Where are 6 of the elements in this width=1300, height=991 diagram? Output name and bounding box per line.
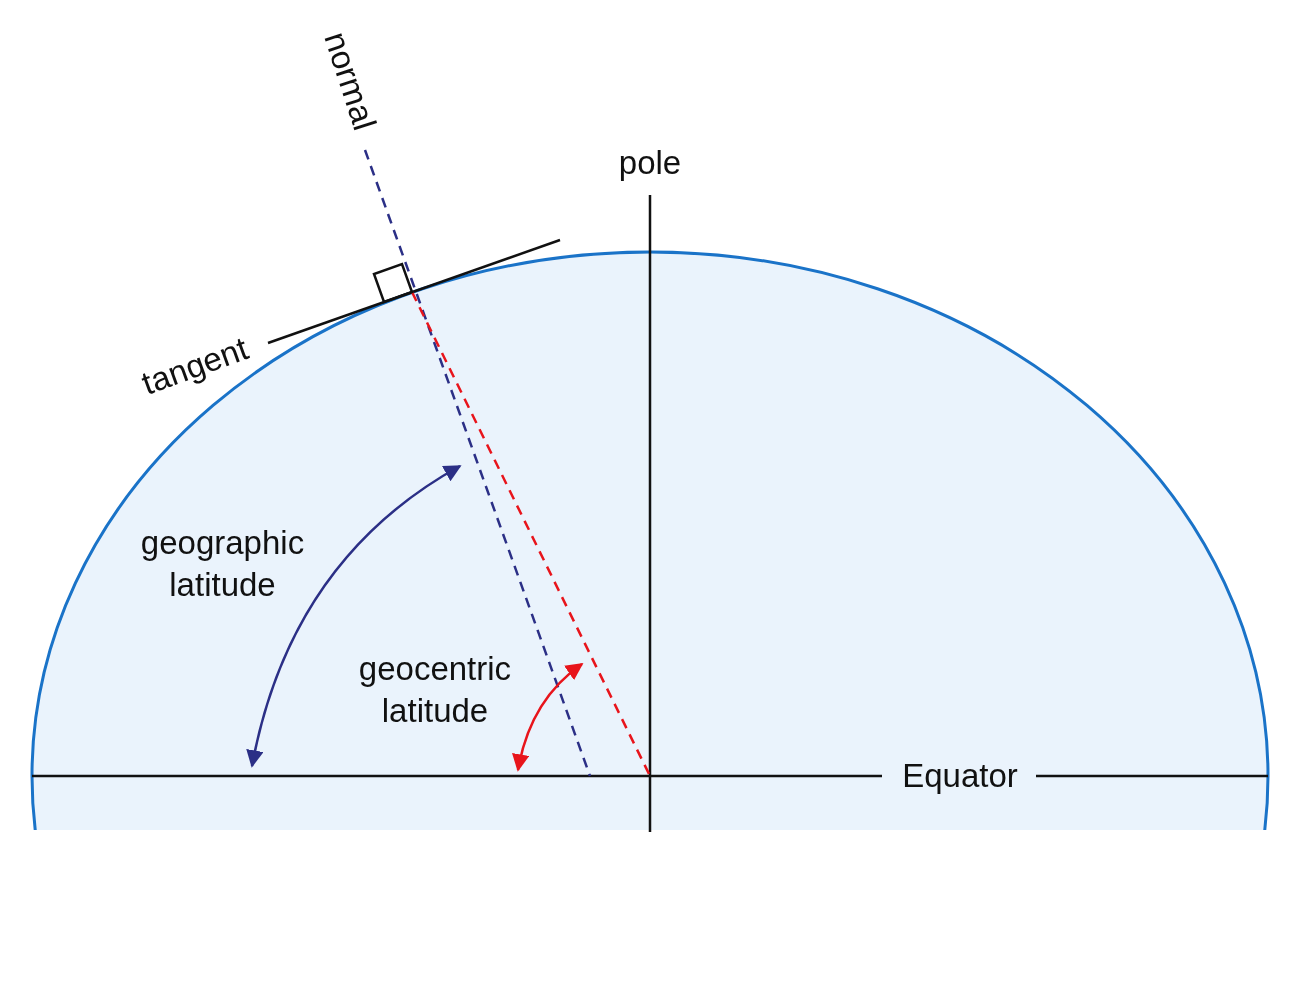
angle-label: geocentric latitude (357, 649, 513, 731)
line-label: tangent (135, 328, 254, 404)
angle-label: geographic latitude (139, 523, 306, 605)
axis-label: pole (617, 143, 683, 183)
line-label: Equator (901, 756, 1019, 796)
axis-label: normal (316, 26, 385, 137)
